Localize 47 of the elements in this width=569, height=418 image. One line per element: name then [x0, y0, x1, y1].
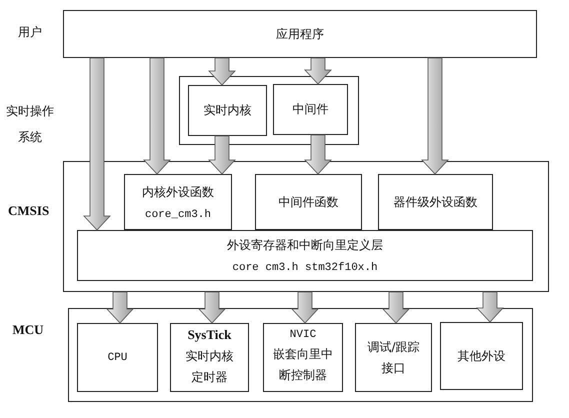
file-name: core_cm3.h — [144, 208, 211, 220]
block-label: 嵌套向里中断控制器 — [272, 346, 334, 384]
layer-label: MCU — [11, 322, 45, 338]
block-arrow — [143, 58, 171, 175]
block-arrow — [291, 292, 319, 324]
mcu-box — [68, 308, 533, 402]
block-arrow — [198, 292, 226, 324]
block-label: 外设寄存器和中断向里定义层 — [227, 237, 383, 254]
block-arrow — [83, 58, 111, 231]
process-box — [440, 322, 523, 390]
block-arrow — [304, 58, 332, 85]
block-title: SysTick — [188, 327, 232, 343]
cmsis-box — [63, 161, 549, 292]
process-box — [77, 323, 158, 392]
block-label: 中间件函数 — [278, 194, 338, 210]
block-arrow — [208, 58, 236, 86]
block-label: 中间件 — [292, 101, 328, 118]
process-box — [188, 85, 267, 136]
process-box — [124, 174, 232, 230]
process-box — [273, 84, 348, 135]
layer-label: CMSIS — [8, 203, 48, 219]
process-box — [63, 10, 537, 58]
process-box — [255, 174, 362, 230]
block-arrow — [208, 136, 236, 175]
block-label: 其他外设 — [456, 348, 506, 364]
block-arrow — [421, 58, 449, 175]
block-arrow — [476, 292, 504, 323]
block-label: 调试/跟踪接口 — [366, 338, 421, 376]
rtos-box — [179, 76, 359, 145]
file-name: core cm3.h stm32f10x.h — [232, 262, 378, 274]
layer-label: 用户 — [17, 24, 43, 41]
block-label: 应用程序 — [276, 26, 324, 42]
block-label: 内核外设函数 — [142, 184, 214, 200]
block-arrow — [382, 292, 410, 324]
file-name: CPU — [108, 352, 128, 364]
block-label: 实时内核 — [204, 102, 252, 119]
process-box — [378, 174, 493, 230]
block-label: 实时内核定时器 — [184, 348, 234, 386]
process-box — [170, 323, 249, 392]
block-arrow — [304, 134, 332, 175]
file-name: NVIC — [290, 329, 316, 341]
process-box — [355, 323, 432, 392]
process-box — [263, 323, 343, 392]
block-label: 器件级外设函数 — [394, 194, 478, 210]
block-arrow — [106, 292, 134, 324]
layer-label: 实时操作系统 — [5, 103, 55, 146]
process-box — [77, 230, 533, 281]
